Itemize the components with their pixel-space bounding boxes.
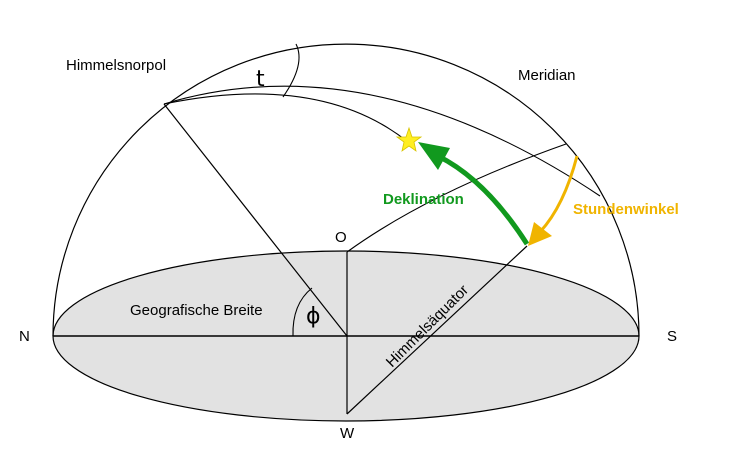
label-west: W — [340, 425, 355, 442]
meridian-arc — [163, 85, 601, 197]
star-icon — [395, 126, 423, 152]
hour-angle-t-arc — [282, 43, 300, 98]
declination-arrowhead — [418, 142, 450, 170]
label-north-pole: Himmelsnorpol — [66, 57, 166, 74]
label-meridian: Meridian — [518, 67, 576, 84]
hour-angle-arrow — [538, 155, 579, 234]
label-east: O — [335, 229, 347, 246]
label-south: S — [667, 328, 677, 345]
latitude-angle-arc — [292, 287, 313, 337]
label-hour-angle: Stundenwinkel — [573, 201, 679, 218]
label-declination: Deklination — [383, 191, 464, 208]
celestial-equator-line — [346, 245, 528, 415]
declination-arrow — [436, 153, 530, 246]
label-phi: ϕ — [306, 304, 321, 329]
celestial-equator-upper-arc — [346, 143, 567, 253]
label-north: N — [19, 328, 30, 345]
label-hour-angle-symbol: t — [256, 67, 265, 92]
polar-axis-line — [163, 103, 348, 337]
hour-angle-arrowhead — [528, 222, 552, 246]
celestial-dome — [52, 43, 640, 337]
hour-circle-arc — [163, 93, 409, 143]
label-latitude: Geografische Breite — [130, 302, 263, 319]
